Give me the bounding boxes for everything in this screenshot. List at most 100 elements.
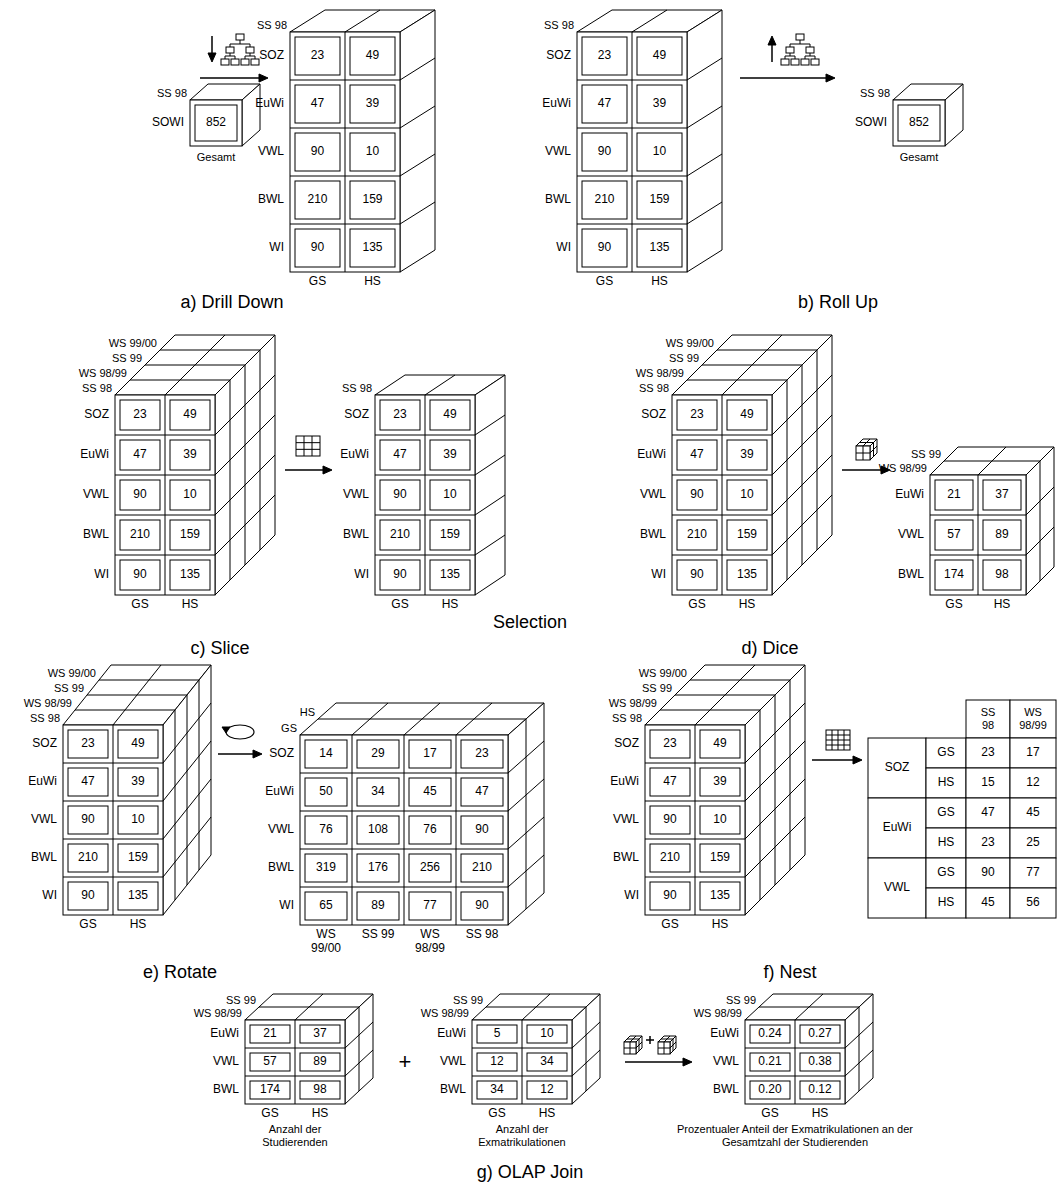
row-label: BWL: [640, 528, 666, 542]
cube-line: [672, 515, 772, 516]
cell-box: [350, 85, 395, 123]
cell-box: [727, 560, 767, 590]
panel-caption: c) Slice: [190, 638, 249, 659]
panel-caption: e) Rotate: [143, 962, 217, 983]
table-row-label: HS: [938, 776, 955, 790]
cell-box: [295, 181, 340, 219]
row-label: BWL: [898, 568, 924, 582]
time-label: WS 98/99: [609, 697, 657, 710]
cell-box: [120, 480, 160, 510]
cell-value: 0.27: [808, 1027, 831, 1041]
arrow-line: [285, 469, 324, 471]
cell-value: 210: [390, 528, 410, 542]
cell-value: 90: [690, 488, 703, 502]
table-cell: [1010, 700, 1056, 738]
table-cell-value: 23: [981, 836, 994, 850]
column-label: HS: [651, 275, 668, 289]
table-row-group: VWL: [884, 881, 910, 895]
cell-box: [637, 85, 682, 123]
cell-value: 76: [423, 823, 436, 837]
column-label: GS: [391, 598, 408, 612]
cube-line: [787, 380, 788, 580]
table-cell: [966, 798, 1010, 828]
cube-front: [290, 32, 400, 272]
cell-value: 49: [183, 408, 196, 422]
cell-box: [461, 740, 503, 768]
cell-value: 23: [393, 408, 406, 422]
cube-line: [978, 475, 979, 595]
time-label: SS 99: [911, 448, 941, 461]
cell-value: 159: [737, 528, 757, 542]
cube-line: [687, 380, 787, 381]
row-label: SOZ: [546, 49, 571, 63]
column-label: HS: [364, 275, 381, 289]
cell-value: 39: [366, 97, 379, 111]
cell-box: [118, 882, 158, 910]
cell-box: [357, 892, 399, 920]
time-label: HS: [300, 706, 315, 719]
cube-line: [425, 375, 455, 395]
table-row-label: HS: [938, 836, 955, 850]
join-icon: [673, 1039, 674, 1051]
cell-value: 39: [443, 448, 456, 462]
cell-box: [350, 133, 395, 171]
cell-value: 10: [443, 488, 456, 502]
table-cell: [926, 738, 966, 768]
cube-line: [130, 380, 230, 381]
row-label: WI: [624, 889, 639, 903]
cell-value: 12: [490, 1055, 503, 1069]
cell-box: [380, 480, 420, 510]
cube-line: [526, 719, 527, 909]
table-cell: [868, 798, 926, 858]
cell-box: [727, 520, 767, 550]
column-label: WS 98/99: [410, 928, 450, 956]
cube-line: [400, 58, 435, 80]
table-cell: [926, 828, 966, 858]
panel-caption: d) Dice: [741, 638, 798, 659]
cube-front: [375, 395, 475, 595]
cell-value: 21: [263, 1027, 276, 1041]
row-label: WI: [42, 889, 57, 903]
cell-box: [305, 740, 347, 768]
column-label: HS: [739, 598, 756, 612]
row-label: EuWi: [710, 1027, 739, 1041]
cube-line: [690, 680, 790, 681]
table-row-group: SOZ: [885, 761, 910, 775]
time-label: WS 98/99: [694, 1007, 742, 1020]
cell-value: 14: [319, 747, 332, 761]
table-row-label: HS: [938, 896, 955, 910]
cell-value: 90: [663, 813, 676, 827]
panel-caption: b) Roll Up: [798, 292, 878, 313]
cell-box: [582, 133, 627, 171]
table-cell: [1010, 858, 1056, 888]
cell-box: [477, 1081, 517, 1099]
cube-line: [425, 395, 426, 595]
cell-box: [800, 1081, 840, 1099]
cube-line: [672, 435, 772, 436]
cell-box: [727, 480, 767, 510]
cell-value: 39: [131, 775, 144, 789]
cell-value: 49: [713, 737, 726, 751]
cell-value: 50: [319, 785, 332, 799]
cell-box: [305, 854, 347, 882]
cube-line: [660, 710, 760, 711]
cell-value: 90: [311, 145, 324, 159]
cell-value: 135: [649, 241, 669, 255]
time-label: SS 99: [453, 994, 483, 1007]
cube-line: [352, 735, 353, 925]
column-label: GS: [488, 1107, 505, 1121]
cell-box: [305, 778, 347, 806]
cube-caption: Prozentualer Anteil der Exmatrikulatione…: [655, 1123, 935, 1148]
cell-value: 89: [995, 528, 1008, 542]
table-row-group: EuWi: [883, 821, 912, 835]
cube-front: [577, 32, 687, 272]
cell-box: [409, 892, 451, 920]
arrow-head: [259, 74, 268, 82]
cube-line: [456, 735, 457, 925]
tree-icon: [790, 44, 810, 45]
tree-icon: [800, 40, 801, 44]
cube-line: [290, 80, 400, 81]
table-cell-value: 47: [981, 806, 994, 820]
cube-line: [375, 555, 475, 556]
